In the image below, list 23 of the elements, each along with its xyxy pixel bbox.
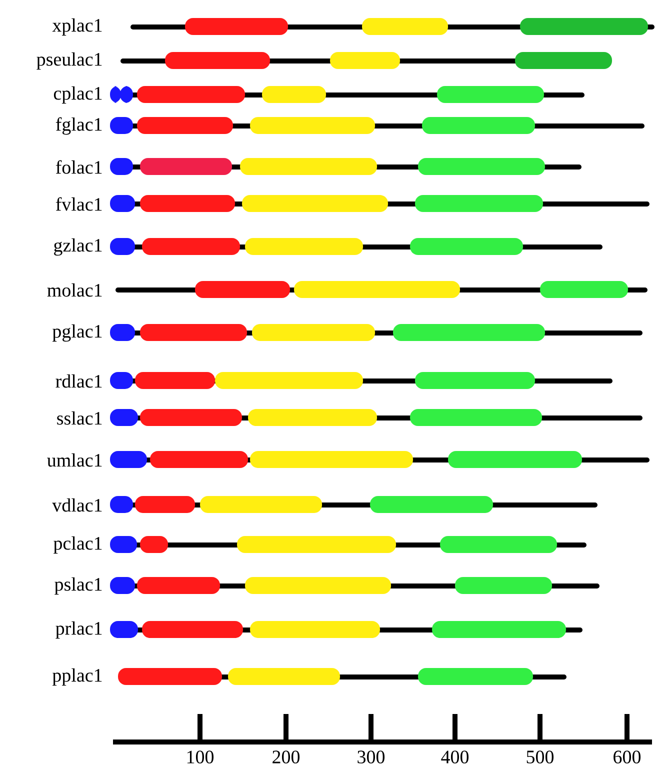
gene-name: sslac1 (57, 411, 102, 425)
gene-name: cplac1 (54, 86, 102, 104)
gene-name: pclac1 (54, 536, 102, 554)
gene-name: pglac1 (52, 324, 102, 342)
tick-label: 300 (358, 750, 385, 764)
tick-label: 400 (441, 750, 469, 764)
gene-name: vdlac1 (52, 498, 102, 512)
gene-name: fvlac1 (56, 197, 102, 211)
gene-name: gzlac1 (54, 238, 102, 256)
gene-name: umlac1 (47, 453, 102, 467)
gene-name: fglac1 (56, 117, 102, 135)
tick-label: 100 (187, 750, 214, 764)
gene-name: xplac1 (52, 18, 102, 36)
tick-label: 200 (272, 750, 300, 764)
gene-name: folac1 (56, 160, 102, 174)
gene-name: rdlac1 (56, 374, 102, 388)
tick-label: 500 (526, 750, 554, 764)
tick-label: 600 (614, 750, 641, 764)
gene-name: molac1 (47, 283, 102, 297)
gene-name: pseulac1 (36, 52, 102, 70)
gene-name: prlac1 (56, 621, 102, 639)
gene-name: pslac1 (54, 577, 102, 595)
gene-name: pplac1 (52, 668, 102, 686)
